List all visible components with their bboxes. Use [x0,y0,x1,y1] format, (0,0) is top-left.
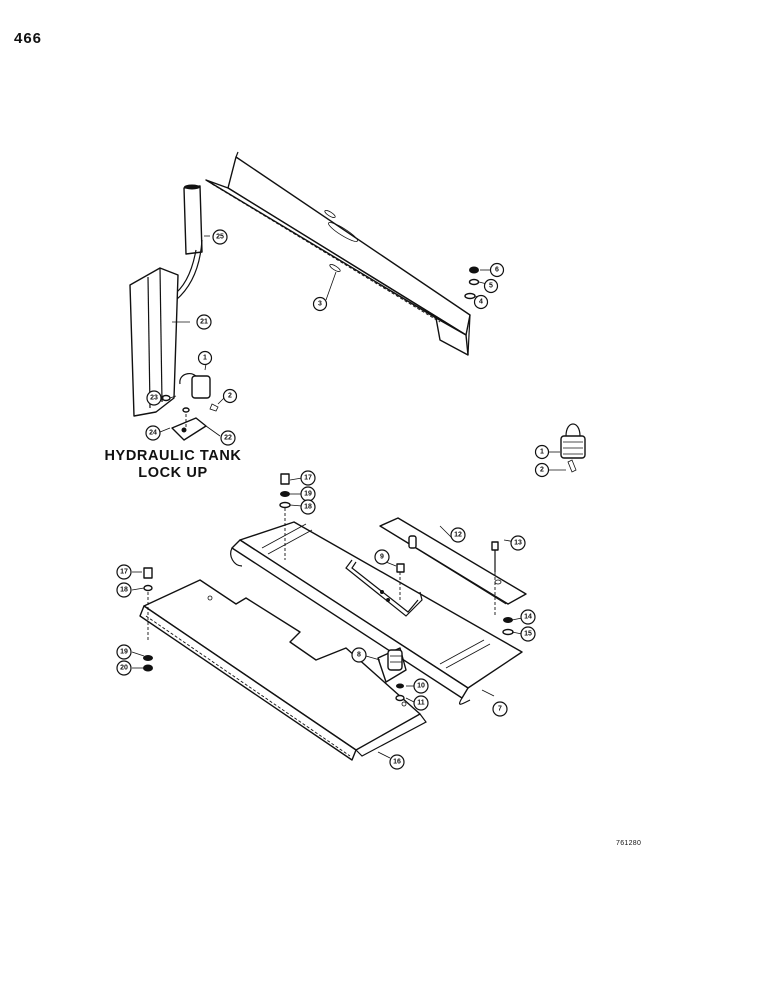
callout-14: 14 [520,609,536,625]
callout-1b: 1 [534,444,550,460]
page-number: 466 [14,30,43,47]
callout-4: 4 [473,294,489,310]
svg-text:1: 1 [203,355,207,362]
svg-text:24: 24 [149,430,157,437]
svg-text:25: 25 [216,234,224,241]
callout-12: 12 [450,527,466,543]
svg-text:11: 11 [417,700,425,707]
svg-text:18: 18 [120,587,128,594]
svg-text:7: 7 [498,706,502,713]
callout-24: 24 [145,425,161,441]
part-21-channel [129,267,190,417]
svg-text:5: 5 [489,283,493,290]
svg-text:17: 17 [304,475,312,482]
latch-8-10-11 [377,647,407,702]
svg-text:13: 13 [514,540,522,547]
lock-bracket-22 [161,394,221,441]
svg-text:19: 19 [120,649,128,656]
callout-22: 22 [220,430,236,446]
svg-text:6: 6 [495,267,499,274]
svg-text:17: 17 [120,569,128,576]
padlock-and-key-left [179,363,225,412]
svg-text:2: 2 [228,393,232,400]
svg-text:16: 16 [393,759,401,766]
callout-18a: 18 [300,499,316,515]
callout-25: 25 [212,229,228,245]
svg-text:18: 18 [304,504,312,511]
part-9-bolt [380,563,405,602]
svg-text:3: 3 [318,301,322,308]
callout-13: 13 [510,535,526,551]
callout-17b: 17 [116,564,132,580]
callout-7: 7 [492,701,508,717]
callout-11: 11 [413,695,429,711]
callout-20: 20 [116,660,132,676]
callout-19a: 19 [300,486,316,502]
svg-text:1: 1 [540,449,544,456]
caption-line-2: LOCK UP [138,465,208,481]
callout-8: 8 [351,647,367,663]
callout-18b: 18 [116,582,132,598]
part-12-lock-strip [379,517,527,605]
part-13-bolt [491,541,499,616]
callout-16: 16 [389,754,405,770]
svg-text:15: 15 [524,631,532,638]
callout-5: 5 [483,278,499,294]
svg-text:10: 10 [417,683,425,690]
svg-text:22: 22 [224,435,232,442]
callout-1a: 1 [197,350,213,366]
svg-text:9: 9 [380,554,384,561]
callout-19b: 19 [116,644,132,660]
svg-text:14: 14 [524,614,532,621]
diagram-caption: HYDRAULIC TANK LOCK UP [78,448,268,482]
part-16-hinged-plate [139,579,427,761]
svg-text:8: 8 [357,652,361,659]
callout-15: 15 [520,626,536,642]
part-3-hinged-cover [205,151,471,356]
callout-2b: 2 [534,462,550,478]
svg-text:20: 20 [120,665,128,672]
callout-21: 21 [196,314,212,330]
nut-washer-14-15 [502,617,514,636]
callout-10: 10 [413,678,429,694]
callout-9: 9 [374,549,390,565]
svg-text:4: 4 [479,299,483,306]
callout-6a: 6 [489,262,505,278]
caption-line-1: HYDRAULIC TANK [104,448,242,464]
part-7-floor-plate [230,521,523,705]
svg-text:23: 23 [150,395,158,402]
bolt-stack-upper [279,473,291,560]
svg-text:2: 2 [540,467,544,474]
svg-text:19: 19 [304,491,312,498]
callout-17a: 17 [300,470,316,486]
svg-text:21: 21 [200,319,208,326]
callout-23: 23 [146,390,162,406]
drawing-number: 761280 [616,840,642,847]
svg-text:12: 12 [454,532,462,539]
padlock-and-key-right [548,423,586,473]
callout-3: 3 [312,296,328,312]
callout-2a: 2 [222,388,238,404]
